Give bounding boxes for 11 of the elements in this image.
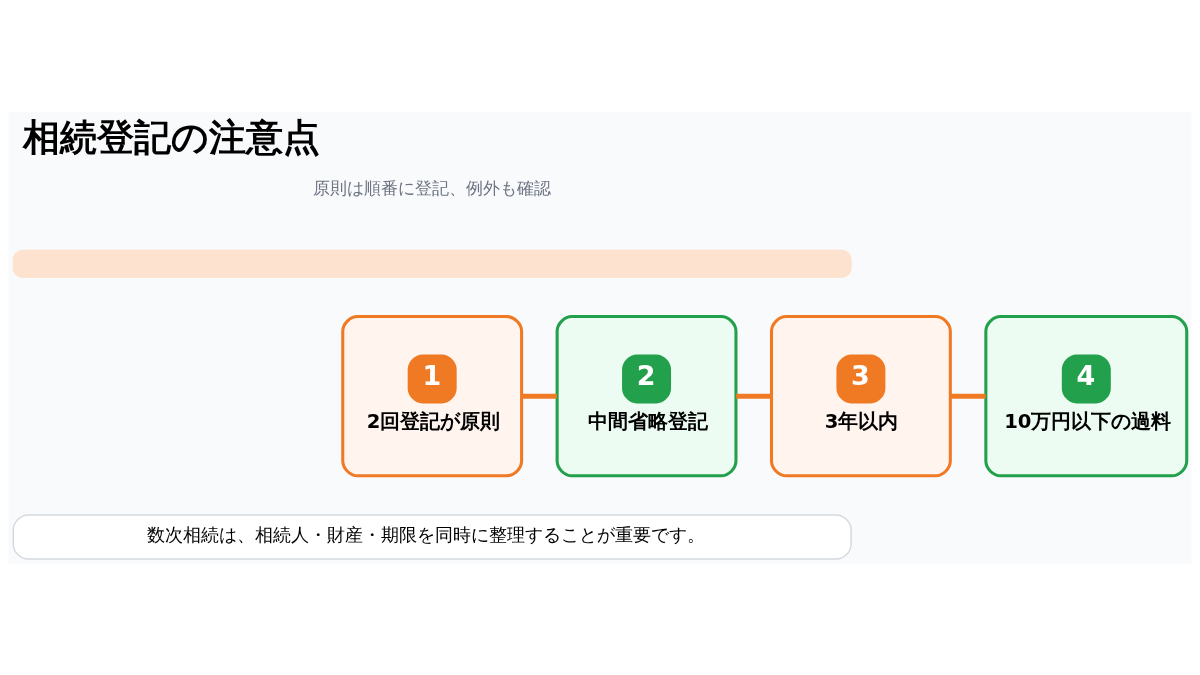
node-bar [12,249,852,278]
connector [950,393,986,399]
diagram-title: 相続登記の注意点 [23,115,321,159]
node-box: 数次相続は、相続人・財産・期限を同時に整理することが重要です。 [12,513,852,560]
connector [736,393,772,399]
node-box: 4 10万円以下の過料 [984,314,1189,477]
connector [521,393,557,399]
node-box: 3 3年以内 [769,314,952,477]
node-box: 2 中間省略登記 [555,314,738,477]
label: 原則は順番に登記、例外も確認 [313,177,552,198]
node-box: 1 2回登記が原則 [341,314,524,477]
